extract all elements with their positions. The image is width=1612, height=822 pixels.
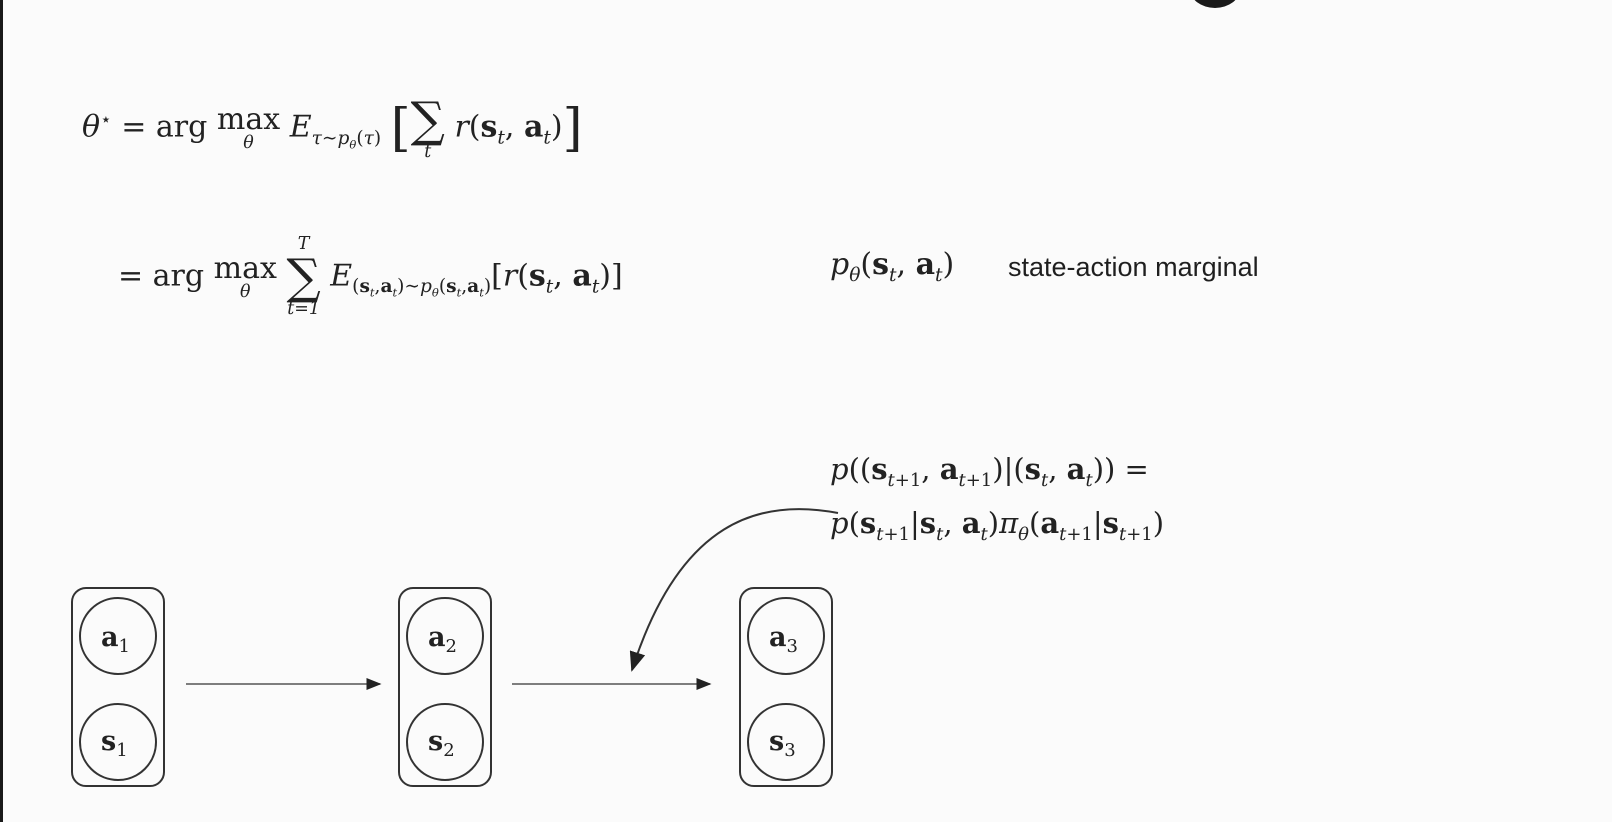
state-action-marginal-label: state-action marginal <box>1008 252 1259 282</box>
state-node-2 <box>406 703 484 781</box>
state-action-node-3: a3 s3 <box>739 587 833 787</box>
state-node-1 <box>79 703 157 781</box>
svg-text:s2: s2 <box>428 726 455 761</box>
svg-text:s1: s1 <box>101 726 128 761</box>
title-fragment <box>1190 0 1240 8</box>
state-action-node-1: a1 s1 <box>71 587 165 787</box>
annotation-pointer-arrow <box>629 508 839 672</box>
sum-upper-limit: T <box>297 234 310 254</box>
state-node-3 <box>747 703 825 781</box>
state-action-node-2: a2 s2 <box>398 587 492 787</box>
action-node-1 <box>79 597 157 675</box>
svg-text:a3: a3 <box>769 622 798 657</box>
transition-equation-line1: p((st+1, at+1)|(st, at)) = <box>830 452 1149 491</box>
svg-text:a1: a1 <box>101 622 130 657</box>
state-action-marginal-expression: pθ(st, at) <box>830 247 955 286</box>
svg-text:s3: s3 <box>769 726 796 761</box>
sum-lower-limit: t=1 <box>287 299 320 320</box>
argmax-subscript: θ <box>243 133 254 153</box>
slide-left-border <box>0 0 3 822</box>
transition-equation-line2: p(st+1|st, at)πθ(at+1|st+1) <box>830 506 1165 545</box>
action-node-3 <box>747 597 825 675</box>
action-node-2 <box>406 597 484 675</box>
svg-text:a2: a2 <box>428 622 457 657</box>
